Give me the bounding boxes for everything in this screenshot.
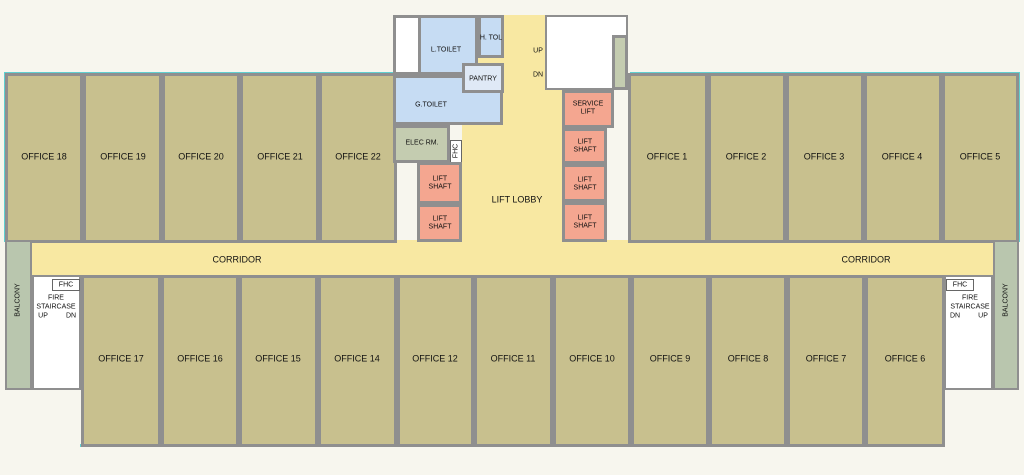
lift-shaft-right-1 [562, 128, 607, 164]
office-8 [709, 275, 787, 447]
g-toilet-label: G.TOILET [415, 101, 447, 109]
office-18 [5, 73, 83, 243]
fire-staircase-right [944, 275, 993, 390]
lift-shaft-left-2-l1: LIFT [432, 215, 448, 223]
office-14-label: OFFICE 14 [334, 353, 380, 364]
up-right-label: UP [978, 312, 988, 320]
elec-room-label: ELEC RM. [405, 139, 439, 147]
lift-shaft-right-2-l2: SHAFT [573, 184, 597, 192]
balcony-left [5, 240, 32, 390]
lift-lobby-label: LIFT LOBBY [491, 194, 543, 205]
office-18-label: OFFICE 18 [21, 151, 67, 162]
corridor-label-left: CORRIDOR [212, 254, 262, 265]
office-6 [865, 275, 945, 447]
fhc-core-label: FHC [452, 143, 460, 159]
lift-shaft-left-1 [417, 162, 462, 204]
dn-right-label: DN [949, 312, 961, 320]
lift-shaft-left-1-l2: SHAFT [428, 183, 452, 191]
office-11 [474, 275, 553, 447]
office-15 [239, 275, 318, 447]
lift-shaft-right-2-l1: LIFT [577, 176, 593, 184]
office-14 [318, 275, 397, 447]
lift-shaft-left-1-l1: LIFT [432, 175, 448, 183]
staircase-left-label: STAIRCASE [36, 303, 76, 311]
h-toilet [478, 15, 504, 58]
lift-shaft-right-3 [562, 202, 607, 242]
balcony-right [993, 240, 1019, 390]
office-22-label: OFFICE 22 [335, 151, 381, 162]
corridor-label-right: CORRIDOR [841, 254, 891, 265]
lift-shaft-right-1-l1: LIFT [577, 138, 593, 146]
office-12-label: OFFICE 12 [412, 353, 458, 364]
stair-dn-label: DN [532, 71, 544, 79]
office-4-label: OFFICE 4 [881, 151, 923, 162]
office-11-label: OFFICE 11 [490, 353, 536, 364]
elec-room [393, 125, 450, 163]
office-10-label: OFFICE 10 [569, 353, 615, 364]
office-6-label: OFFICE 6 [884, 353, 926, 364]
lift-shaft-right-3-l1: LIFT [577, 214, 593, 222]
corridor [30, 240, 994, 276]
office-3-label: OFFICE 3 [803, 151, 845, 162]
office-4 [864, 73, 942, 243]
lift-shaft-left-2 [417, 204, 462, 242]
service-lift-l2: LIFT [580, 108, 596, 116]
pantry-label: PANTRY [469, 75, 497, 83]
office-19-label: OFFICE 19 [100, 151, 146, 162]
office-1-label: OFFICE 1 [646, 151, 688, 162]
office-5-label: OFFICE 5 [959, 151, 1001, 162]
office-21 [240, 73, 319, 243]
office-15-label: OFFICE 15 [255, 353, 301, 364]
office-17-label: OFFICE 17 [98, 353, 144, 364]
fire-staircase-left [32, 275, 81, 390]
office-7-label: OFFICE 7 [805, 353, 847, 364]
dn-left-label: DN [65, 312, 77, 320]
fhc-left-label: FHC [58, 281, 74, 289]
pantry [462, 63, 504, 93]
office-20-label: OFFICE 20 [178, 151, 224, 162]
fire-right-label: FIRE [962, 294, 978, 302]
office-2-label: OFFICE 2 [725, 151, 767, 162]
office-8-label: OFFICE 8 [727, 353, 769, 364]
h-toilet-label: H. TOL [479, 34, 503, 42]
lift-shaft-right-1-l2: SHAFT [573, 146, 597, 154]
lift-shaft-right-2 [562, 164, 607, 202]
service-lift [562, 90, 614, 128]
stair-up-label: UP [533, 47, 543, 55]
stair-landing [612, 35, 628, 90]
office-10 [553, 275, 631, 447]
fire-left-label: FIRE [48, 294, 64, 302]
lift-shaft-right-3-l2: SHAFT [573, 222, 597, 230]
office-16 [161, 275, 239, 447]
office-20 [162, 73, 240, 243]
balcony-right-label: BALCONY [1002, 283, 1010, 317]
office-19 [83, 73, 162, 243]
office-9-label: OFFICE 9 [649, 353, 691, 364]
office-16-label: OFFICE 16 [177, 353, 223, 364]
lift-shaft-left-2-l2: SHAFT [428, 223, 452, 231]
office-9 [631, 275, 709, 447]
office-5 [942, 73, 1019, 243]
fhc-right [946, 279, 974, 291]
office-12 [397, 275, 474, 447]
l-toilet-label: L.TOILET [430, 46, 462, 54]
fhc-right-label: FHC [952, 281, 968, 289]
office-2 [708, 73, 786, 243]
office-17 [81, 275, 161, 447]
l-toilet-area [418, 15, 478, 75]
balcony-left-label: BALCONY [14, 283, 22, 317]
up-left-label: UP [38, 312, 48, 320]
fhc-left [52, 279, 80, 291]
office-3 [786, 73, 864, 243]
service-lift-l1: SERVICE [572, 100, 604, 108]
office-1 [628, 73, 708, 243]
office-21-label: OFFICE 21 [257, 151, 303, 162]
staircase-right-label: STAIRCASE [950, 303, 990, 311]
office-7 [787, 275, 865, 447]
